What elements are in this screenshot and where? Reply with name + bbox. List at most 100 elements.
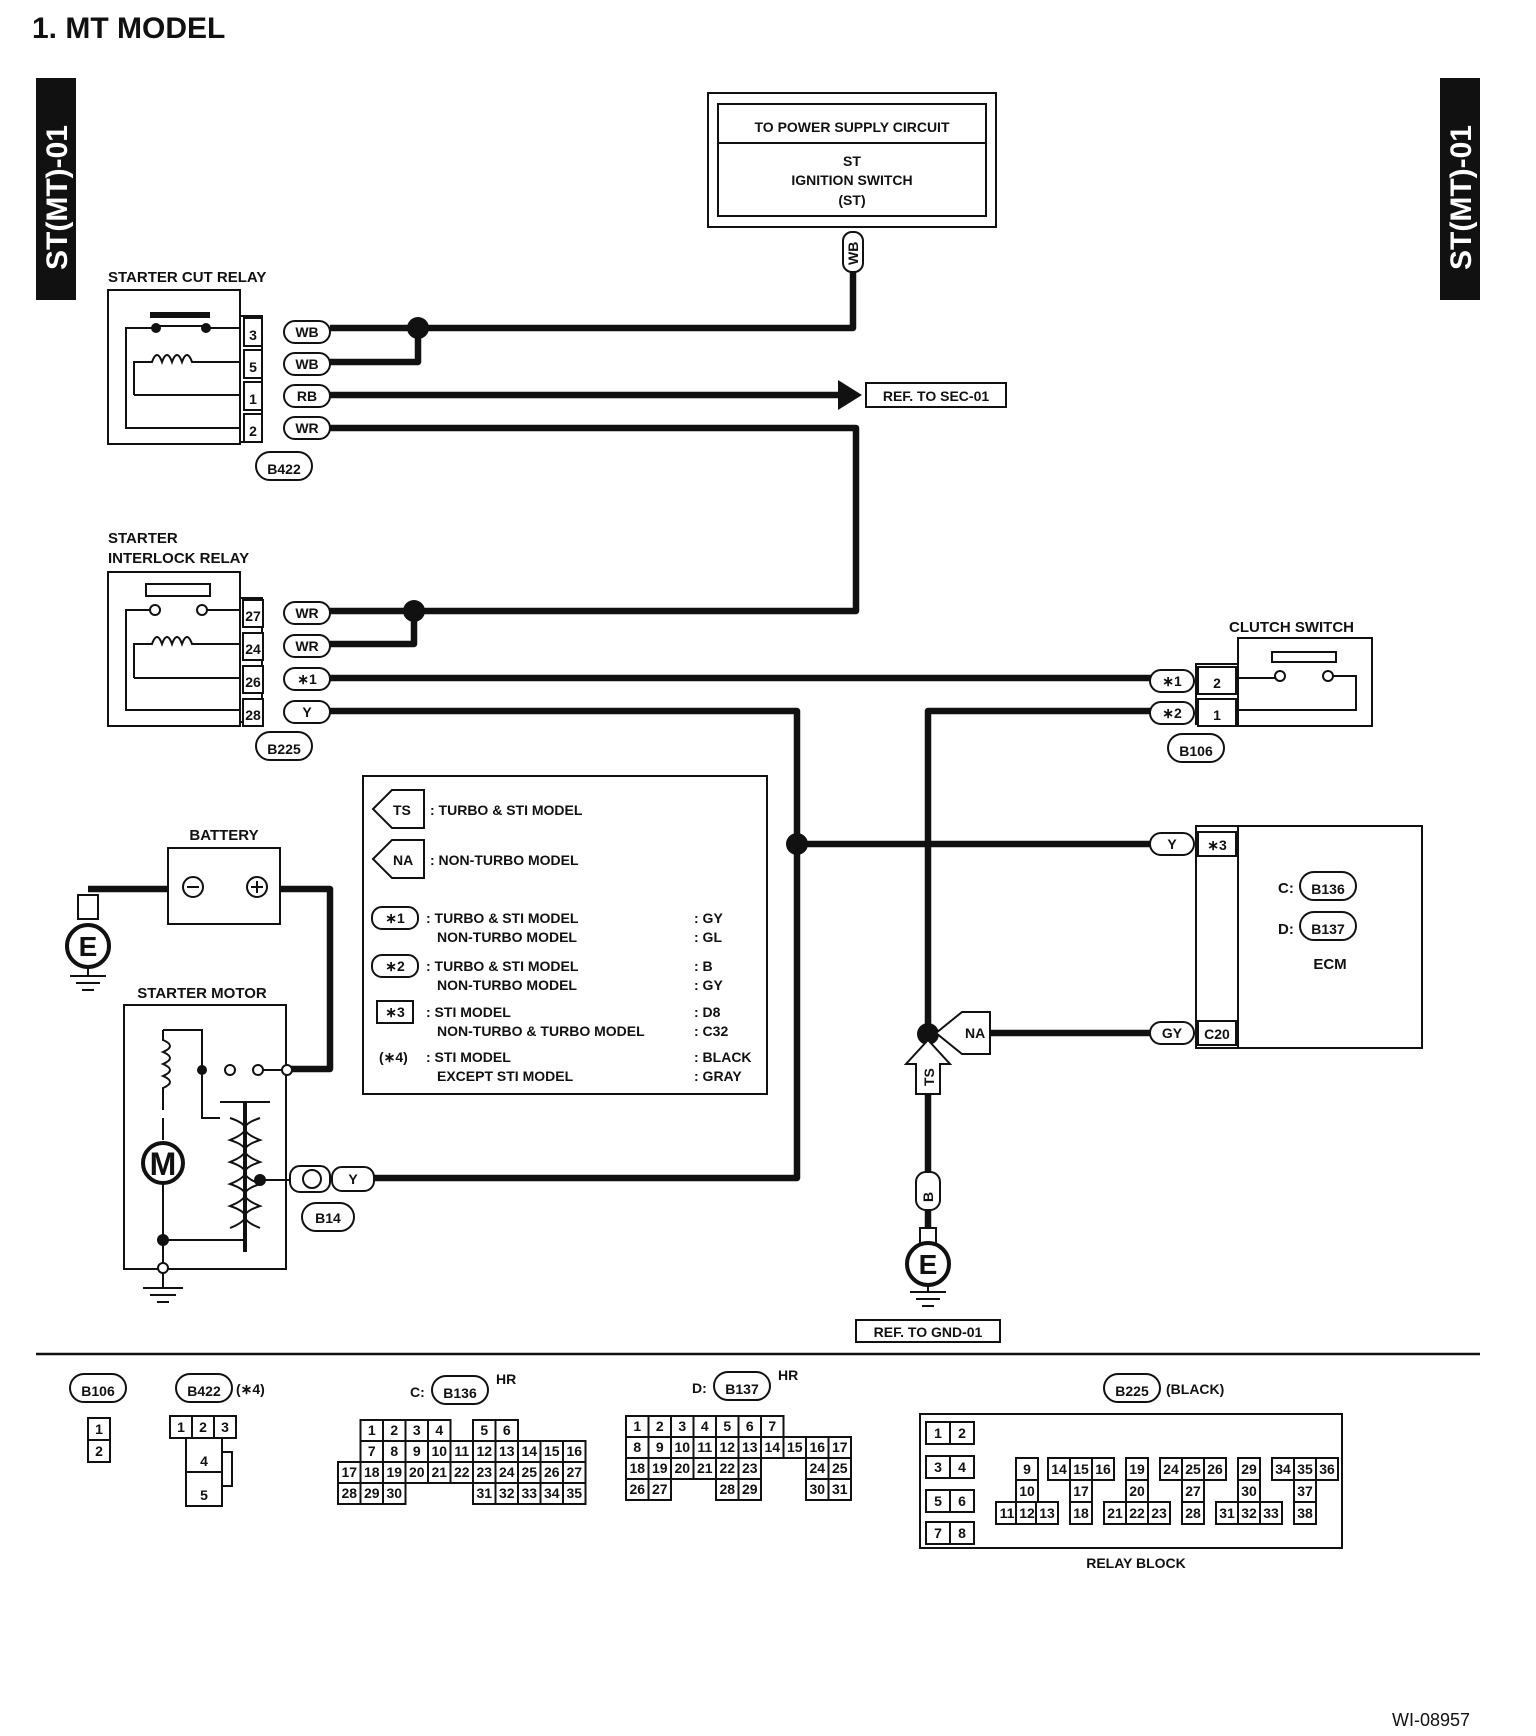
svg-text:REF. TO GND-01: REF. TO GND-01 bbox=[874, 1324, 983, 1340]
b137-face-pin-14: 14 bbox=[764, 1439, 780, 1455]
b225-face-pin-6: 6 bbox=[958, 1493, 966, 1509]
b106-pin-1: 1 bbox=[1213, 707, 1221, 723]
b225-face-pin-36-shape bbox=[1315, 1457, 1339, 1481]
ecm-pin-1-shape bbox=[1197, 1020, 1237, 1046]
b106-wire-1: ∗2 bbox=[1162, 705, 1182, 721]
b137-face-pin-16: 16 bbox=[809, 1439, 825, 1455]
b422-pin-5: 5 bbox=[249, 359, 257, 375]
b136-face-pin-35-shape bbox=[562, 1482, 587, 1505]
ecm-wire-1-shape bbox=[1149, 1021, 1195, 1045]
b136-face-pin-12: 12 bbox=[476, 1443, 492, 1459]
b137-face-label-shape bbox=[713, 1371, 771, 1401]
b106-pin-1-shape bbox=[1197, 698, 1237, 727]
b422-pin-3-shape bbox=[243, 317, 263, 347]
b225-face-pin-35: 35 bbox=[1297, 1461, 1313, 1477]
b422-wire-5: WB bbox=[295, 356, 318, 372]
b225-face-pin-29: 29 bbox=[1241, 1461, 1257, 1477]
b422-pin-3: 3 bbox=[249, 327, 257, 343]
b225-face-pin-16-shape bbox=[1091, 1457, 1115, 1481]
b136-face-pin-17: 17 bbox=[341, 1464, 357, 1480]
ecm-pin-0-shape bbox=[1197, 831, 1237, 857]
b225-face-pin-24: 24 bbox=[1163, 1461, 1179, 1477]
ecm-connector-c-shape bbox=[1299, 871, 1357, 901]
b136-face-pin-15: 15 bbox=[544, 1443, 560, 1459]
b422-face-suffix: (∗4) bbox=[236, 1381, 265, 1397]
b136-face-label: B136 bbox=[443, 1385, 477, 1401]
b422-face-pin-5-shape bbox=[185, 1471, 223, 1507]
svg-text:EXCEPT STI MODEL: EXCEPT STI MODEL bbox=[437, 1068, 574, 1084]
b225-face-pin-28-shape bbox=[1181, 1501, 1205, 1525]
b136-face-pin-13: 13 bbox=[499, 1443, 515, 1459]
b422-face-pin-5: 5 bbox=[200, 1487, 208, 1503]
b422-pin-5-shape bbox=[243, 349, 263, 379]
b225-face-pin-18-shape bbox=[1069, 1501, 1093, 1525]
b225-face-pin-37: 37 bbox=[1297, 1483, 1313, 1499]
center-ground: B E REF. TO GND-01 bbox=[855, 1171, 1001, 1343]
svg-text:: BLACK: : BLACK bbox=[694, 1049, 752, 1065]
b422-pin-2: 2 bbox=[249, 423, 257, 439]
b106-face-label: B106 bbox=[81, 1383, 115, 1399]
b136-face-pin-19: 19 bbox=[386, 1464, 402, 1480]
b136-face-pin-18: 18 bbox=[364, 1464, 380, 1480]
b137-face-label: B137 bbox=[725, 1381, 759, 1397]
side-tab-left: ST(MT)-01 bbox=[36, 78, 76, 300]
svg-text:ST(MT)-01: ST(MT)-01 bbox=[41, 125, 74, 270]
b225-face-pin-11: 11 bbox=[1000, 1505, 1015, 1521]
b137-face-pin-3: 3 bbox=[678, 1418, 686, 1434]
svg-text:E: E bbox=[919, 1249, 938, 1280]
b225-connector: B225 bbox=[267, 741, 301, 757]
b136-face-pin-27: 27 bbox=[566, 1464, 582, 1480]
b136-face-pin-21: 21 bbox=[431, 1464, 447, 1480]
svg-text:NON-TURBO MODEL: NON-TURBO MODEL bbox=[437, 977, 577, 993]
b225-face-pin-18: 18 bbox=[1073, 1505, 1089, 1521]
b136-face-pin-7: 7 bbox=[368, 1443, 376, 1459]
b225-face-pin-2-shape bbox=[949, 1421, 975, 1445]
svg-text:(ST): (ST) bbox=[838, 192, 865, 208]
b137-face-pin-21: 21 bbox=[697, 1460, 713, 1476]
b225-face-pin-13: 13 bbox=[1039, 1505, 1055, 1521]
b225-face-pin-31: 31 bbox=[1219, 1505, 1235, 1521]
b137-face-pin-18: 18 bbox=[629, 1460, 645, 1476]
battery bbox=[167, 847, 281, 925]
b422-face-pin-4: 4 bbox=[200, 1453, 208, 1469]
b225-face-label-shape bbox=[1103, 1373, 1161, 1403]
b225-face-pin-14: 14 bbox=[1051, 1461, 1067, 1477]
b225-face-pin-26: 26 bbox=[1207, 1461, 1223, 1477]
b136-face-pin-4: 4 bbox=[435, 1422, 443, 1438]
b136-face-pin-2: 2 bbox=[390, 1422, 398, 1438]
b106-face-pin-1: 1 bbox=[95, 1421, 103, 1437]
relay-block-label: RELAY BLOCK bbox=[1086, 1555, 1186, 1571]
b225-wire-28-shape bbox=[283, 700, 331, 724]
b422-wire-3: WB bbox=[295, 324, 318, 340]
b137-face-pin-22: 22 bbox=[719, 1460, 735, 1476]
b137-face-pin-30: 30 bbox=[809, 1481, 825, 1497]
svg-text:E: E bbox=[79, 931, 98, 962]
b137-face-pin-29: 29 bbox=[742, 1481, 758, 1497]
battery-label: BATTERY bbox=[189, 827, 258, 844]
b225-face-suffix: (BLACK) bbox=[1166, 1381, 1224, 1397]
b225-wire-27: WR bbox=[295, 605, 318, 621]
b136-face-pin-33: 33 bbox=[521, 1485, 537, 1501]
b136-face-label-shape bbox=[431, 1375, 489, 1405]
b225-pin-24-shape bbox=[242, 632, 264, 661]
b137-face-pin-28: 28 bbox=[719, 1481, 735, 1497]
svg-text:: D8: : D8 bbox=[694, 1004, 721, 1020]
b136-face-pin-8: 8 bbox=[390, 1443, 398, 1459]
b225-wire-26: ∗1 bbox=[297, 671, 317, 687]
b422-face-pin-1: 1 bbox=[177, 1419, 185, 1435]
ecm-pin-0: ∗3 bbox=[1207, 837, 1227, 853]
b225-face-pin-25: 25 bbox=[1185, 1461, 1201, 1477]
ecm-wire-0-shape bbox=[1149, 832, 1195, 856]
b225-face-pin-10: 10 bbox=[1019, 1483, 1035, 1499]
b106-wire-1-shape bbox=[1149, 701, 1195, 725]
ecm-pin-1: C20 bbox=[1204, 1026, 1230, 1042]
b225-face-pin-34: 34 bbox=[1275, 1461, 1291, 1477]
b225-face-pin-1: 1 bbox=[934, 1425, 942, 1441]
b422-face-label: B422 bbox=[187, 1383, 221, 1399]
b136-face-pin-25: 25 bbox=[521, 1464, 537, 1480]
b137-face-pin-12: 12 bbox=[719, 1439, 735, 1455]
b106-pin-2-shape bbox=[1197, 666, 1237, 695]
b136-face-pin-28: 28 bbox=[341, 1485, 357, 1501]
b422-wire-2: WR bbox=[295, 420, 318, 436]
